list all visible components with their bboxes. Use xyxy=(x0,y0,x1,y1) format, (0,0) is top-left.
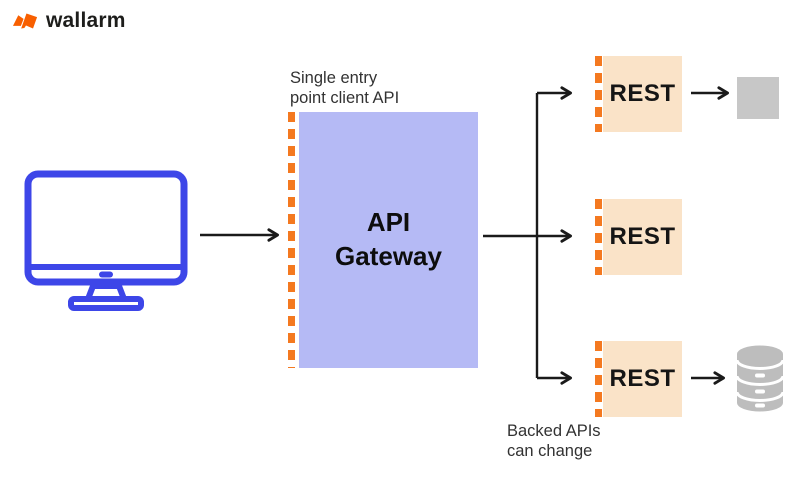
backend-annotation: Backed APIs can change xyxy=(507,422,601,461)
rest-label: REST xyxy=(609,223,676,250)
rest-label: REST xyxy=(609,80,676,107)
rest-top-dashed-border xyxy=(595,56,602,132)
wallarm-logo: wallarm xyxy=(12,9,126,33)
gateway-dashed-border xyxy=(288,112,295,368)
rest-label: REST xyxy=(609,365,676,392)
api-gateway-label: API Gateway xyxy=(335,207,442,271)
brand-name: wallarm xyxy=(46,9,126,32)
entry-point-annotation: Single entry point client API xyxy=(290,69,400,108)
rest-bottom-dashed-border xyxy=(595,341,602,417)
api-gateway-node: API Gateway xyxy=(299,112,478,368)
rest-node-bottom: REST xyxy=(603,341,682,417)
wallarm-flash-icon xyxy=(12,12,38,29)
database-icon xyxy=(736,345,784,412)
rest-middle-dashed-border xyxy=(595,199,602,275)
rest-node-top: REST xyxy=(603,56,682,132)
rest-node-middle: REST xyxy=(603,199,682,275)
desktop-monitor-icon xyxy=(24,170,188,311)
square-placeholder xyxy=(737,77,779,119)
